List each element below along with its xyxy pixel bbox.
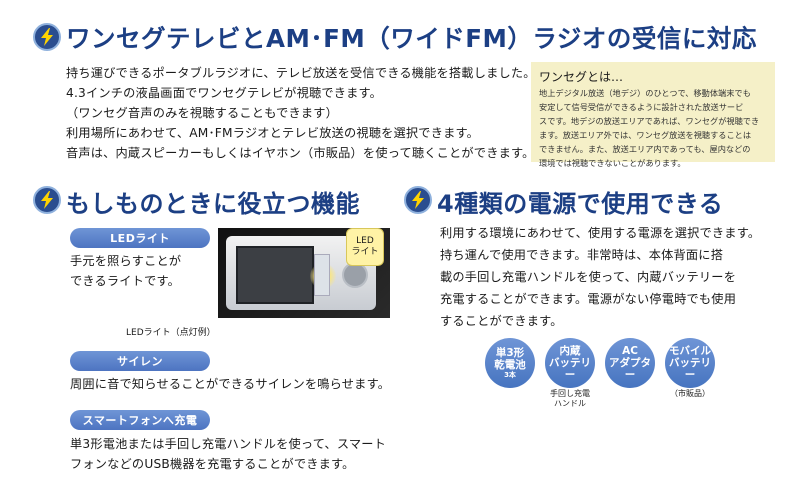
text-line: 利用場所にあわせて、AM･FMラジオとテレビ放送の視聴を選択できます。 xyxy=(66,126,480,140)
smartphone-charge-label: スマートフォンへ充電 xyxy=(70,410,210,430)
siren-label: サイレン xyxy=(70,351,210,371)
oneseg-description: 持ち運びできるポータブルラジオに、テレビ放送を受信できる機能を搭載しました。 4… xyxy=(66,63,536,163)
note-line: 安定して信号受信ができるように設計された放送サービ xyxy=(539,102,744,112)
lightning-bolt-icon xyxy=(404,186,432,214)
power-source-ac-adapter: AC アダプター xyxy=(605,338,655,388)
note-line: 地上デジタル放送（地デジ）のひとつで、移動体端末でも xyxy=(539,88,751,98)
section-title-emergency: もしものときに役立つ機能 xyxy=(66,190,360,218)
text-line: 利用する環境にあわせて、使用する電源を選択できます。 xyxy=(440,226,761,240)
section-title-oneseg: ワンセグテレビとAM･FM（ワイドFM）ラジオの受信に対応 xyxy=(66,24,757,53)
lightning-bolt-icon xyxy=(33,186,61,214)
text-line: 載の手回し充電ハンドルを使って、内蔵バッテリーを xyxy=(440,270,737,284)
source-line: モバイル xyxy=(669,345,711,357)
callout-line: LED xyxy=(356,236,374,246)
led-lamp xyxy=(314,254,330,296)
note-title: ワンセグとは… xyxy=(539,70,624,84)
source-line: 内蔵 xyxy=(559,345,581,357)
callout-line: ライト xyxy=(351,247,379,257)
text-line: 単3形電池または手回し充電ハンドルを使って、スマート xyxy=(70,437,387,451)
lcd-screen xyxy=(236,246,314,304)
source-sub: 3本 xyxy=(504,371,516,379)
caption-line: 手回し充電 xyxy=(550,389,590,398)
note-line: ます。放送エリア外では、ワンセグ放送を視聴することは xyxy=(539,130,752,140)
power-source-mobile-battery: モバイル バッテリー xyxy=(665,338,715,388)
source-line: 乾電池 xyxy=(494,359,526,371)
led-description: 手元を照らすことが できるライトです。 xyxy=(70,251,181,291)
text-line: できるライトです。 xyxy=(70,274,181,288)
source-line: バッテリー xyxy=(669,357,711,381)
siren-description: 周囲に音で知らせることができるサイレンを鳴らせます。 xyxy=(70,377,391,391)
smartphone-charge-description: 単3形電池または手回し充電ハンドルを使って、スマート フォンなどのUSB機器を充… xyxy=(70,434,386,474)
text-line: 持ち運んで使用できます。非常時は、本体背面に搭 xyxy=(440,248,724,262)
text-line: 音声は、内蔵スピーカーもしくはイヤホン（市販品）を使って聴くことができます。 xyxy=(66,146,535,160)
note-line: できません。また、放送エリア内であっても、屋内などの xyxy=(539,144,751,154)
power-source-internal-battery: 内蔵 バッテリー xyxy=(545,338,595,388)
text-line: 充電することができます。電源がない停電時でも使用 xyxy=(440,292,737,306)
source-line: アダプター xyxy=(609,357,651,381)
text-line: 手元を照らすことが xyxy=(70,254,182,268)
power-source-aa-battery: 単3形 乾電池 3本 xyxy=(485,338,535,388)
led-light-label: LEDライト xyxy=(70,228,210,248)
note-line: 環境では視聴できないことがあります。 xyxy=(539,158,686,168)
source-line: バッテリー xyxy=(549,357,591,381)
text-line: 持ち運びできるポータブルラジオに、テレビ放送を受信できる機能を搭載しました。 xyxy=(66,66,536,80)
source-line: 単3形 xyxy=(495,347,525,359)
source-line: AC xyxy=(622,345,638,357)
oneseg-note-box: ワンセグとは… 地上デジタル放送（地デジ）のひとつで、移動体端末でも 安定して信… xyxy=(531,62,775,168)
section-title-power: 4種類の電源で使用できる xyxy=(437,190,724,218)
text-line: 4.3インチの液晶画面でワンセグテレビが視聴できます。 xyxy=(66,86,383,100)
power-description: 利用する環境にあわせて、使用する電源を選択できます。 持ち運んで使用できます。非… xyxy=(440,222,760,332)
image-caption: LEDライト（点灯例） xyxy=(126,328,216,338)
text-line: することができます。 xyxy=(440,314,563,328)
lightning-bolt-icon xyxy=(33,23,61,51)
text-line: （ワンセグ音声のみを視聴することもできます） xyxy=(66,106,339,120)
led-callout: LED ライト xyxy=(346,228,384,266)
caption-line: （市販品） xyxy=(670,389,710,398)
caption-line: ハンドル xyxy=(554,399,586,408)
source-caption: （市販品） xyxy=(665,389,715,399)
note-line: スです。地デジの放送エリアであれば、ワンセグが視聴でき xyxy=(539,116,760,126)
source-caption: 手回し充電 ハンドル xyxy=(545,389,595,409)
text-line: フォンなどのUSB機器を充電することができます。 xyxy=(70,457,355,471)
